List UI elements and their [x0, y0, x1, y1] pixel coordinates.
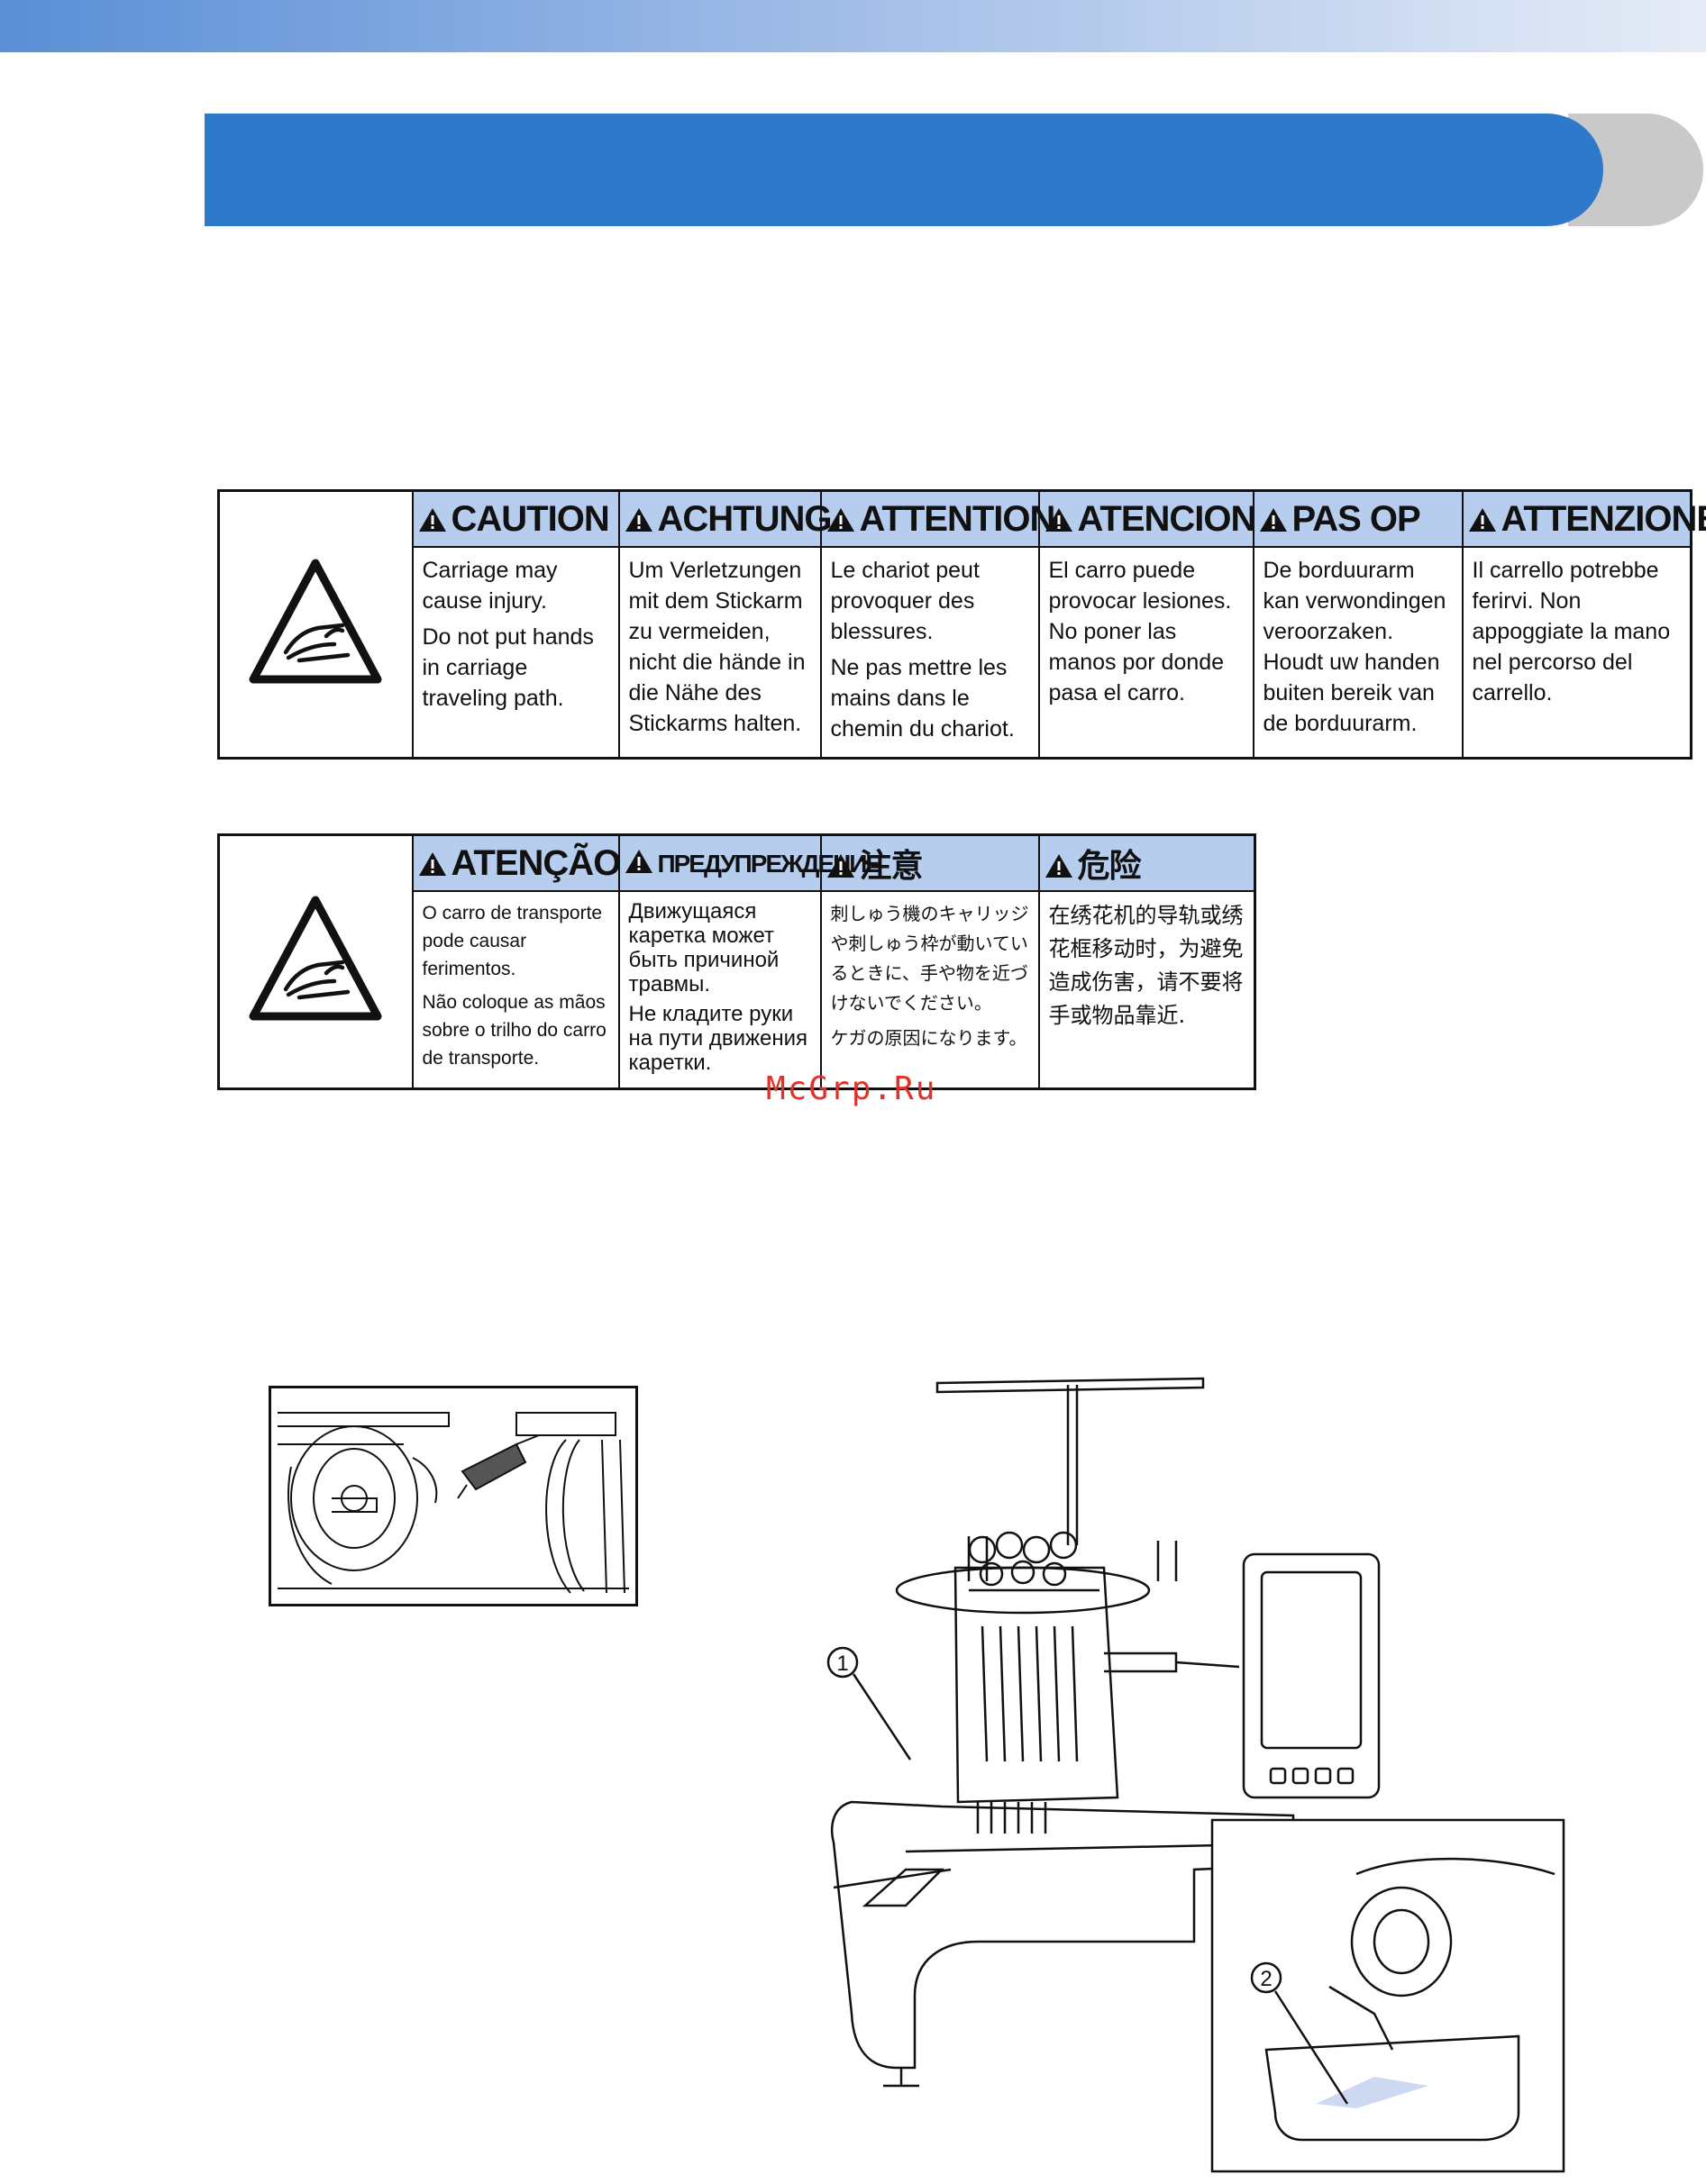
- title-bar: [205, 114, 1603, 226]
- label1-body-3: El carro puede provocar lesiones. No pon…: [1037, 546, 1254, 760]
- label2-body-2: 刺しゅう機のキャリッジや刺しゅう枠が動いているときに、手や物を近づけないでくださ…: [819, 890, 1040, 1090]
- watermark: McGrp.Ru: [766, 1070, 937, 1107]
- warning-triangle-icon: [418, 851, 446, 876]
- label1-body-0: Carriage may cause injury.Do not put han…: [411, 546, 620, 760]
- label1-head-2: ATTENTION: [819, 489, 1055, 548]
- warning-triangle-icon: [826, 854, 854, 878]
- warning-triangle-icon: [1259, 507, 1287, 532]
- embroidery-machine-illustration: 1 2: [826, 1377, 1565, 2173]
- warning-triangle-icon: [418, 507, 446, 532]
- label2-head-2: 注意: [819, 833, 1040, 892]
- caution-label-multilingual-2: ATENÇÃO ПРЕДУПРЕЖДЕНИЕ 注意 危险 O carro de …: [217, 833, 1256, 1090]
- label1-head-4: PAS OP: [1252, 489, 1464, 548]
- label2-body-0: O carro de transporte pode causar ferime…: [411, 890, 620, 1090]
- header-gradient-strip: [0, 0, 1706, 52]
- hook-oiling-illustration: [269, 1386, 638, 1606]
- warning-triangle-icon: [625, 850, 652, 873]
- label1-body-4: De borduurarm kan verwondingen veroorzak…: [1252, 546, 1464, 760]
- warning-triangle-icon: [1468, 507, 1496, 532]
- callout-1: 1: [836, 1652, 848, 1676]
- label2-head-3: 危险: [1037, 833, 1256, 892]
- caution-label-multilingual-1: CAUTION ACHTUNG ATTENTION ATENCION PAS O…: [217, 489, 1706, 760]
- label1-head-1: ACHTUNG: [617, 489, 832, 548]
- label2-head-0: ATENÇÃO: [411, 833, 621, 892]
- warning-triangle-icon: [625, 507, 652, 532]
- label2-head-1: ПРЕДУПРЕЖДЕНИЕ: [617, 833, 882, 892]
- label2-body-3: 在绣花机的导轨或绣花框移动时，为避免造成伤害，请不要将手或物品靠近.: [1037, 890, 1256, 1090]
- label1-body-1: Um Verletzungen mit dem Stickarm zu verm…: [617, 546, 822, 760]
- label1-head-0: CAUTION: [411, 489, 620, 548]
- label1-head-5: ATTENZIONE: [1461, 489, 1706, 548]
- label1-head-3: ATENCION: [1037, 489, 1256, 548]
- label2-body-1: Движущаяся каретка может быть причиной т…: [617, 890, 822, 1090]
- pinch-hazard-icon: [217, 833, 414, 1090]
- warning-triangle-icon: [1045, 507, 1072, 532]
- callout-2: 2: [1260, 1967, 1272, 1991]
- warning-triangle-icon: [826, 507, 854, 532]
- warning-triangle-icon: [1045, 854, 1072, 878]
- label1-body-5: Il carrello potrebbe ferirvi. Non appogg…: [1461, 546, 1692, 760]
- label1-body-2: Le chariot peut provoquer des blessures.…: [819, 546, 1040, 760]
- pinch-hazard-icon: [217, 489, 414, 760]
